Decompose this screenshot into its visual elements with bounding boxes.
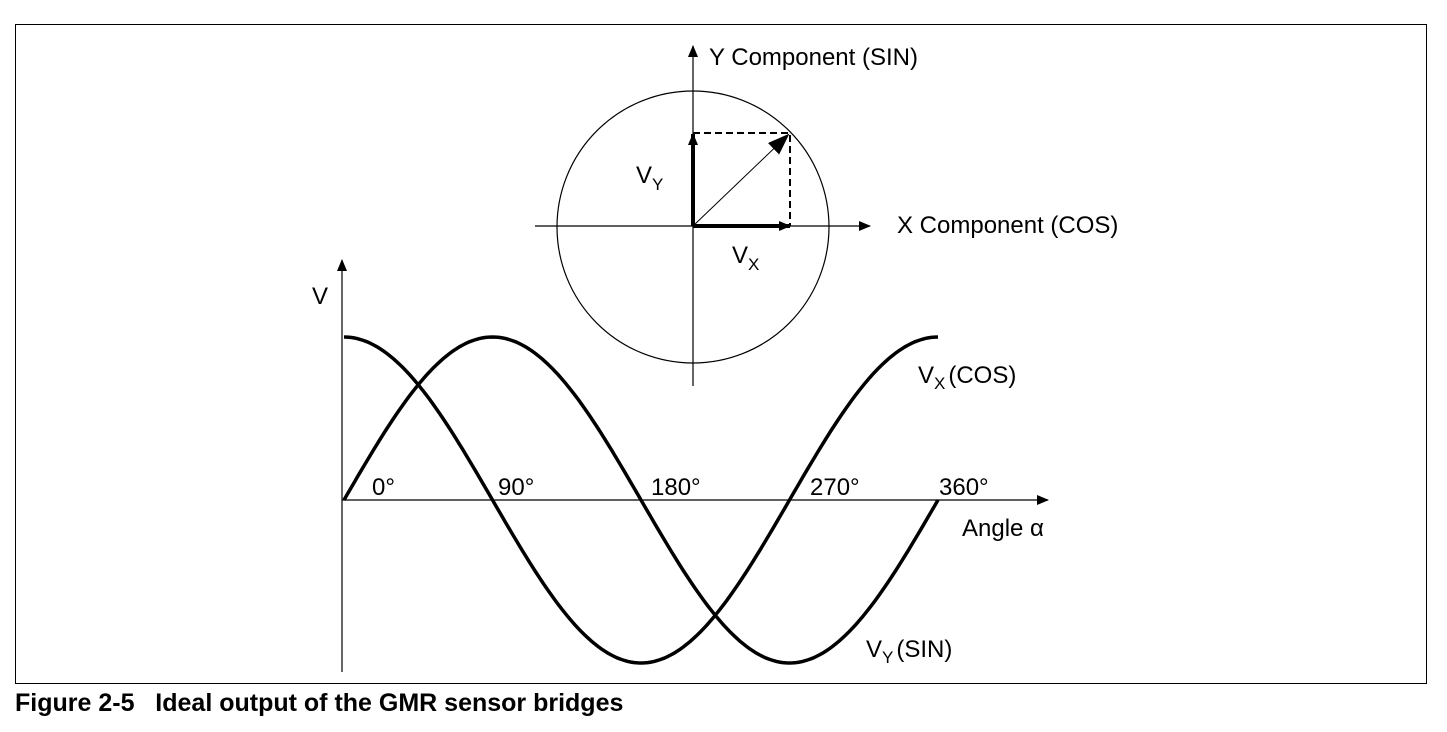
vector-diagram: Y Component (SIN) X Component (COS) VY V… <box>535 44 1118 386</box>
waveform-chart: V Angle α 0° 90° 180° 270° 360° VX(COS) … <box>312 259 1049 672</box>
vy-sin-series-label: VY(SIN) <box>866 636 952 667</box>
vx-cos-series-label: VX(COS) <box>918 362 1016 393</box>
vy-sin-label-main: V <box>866 636 882 663</box>
vy-vector-label-sub: Y <box>652 175 663 194</box>
x-component-label: X Component (COS) <box>897 212 1118 239</box>
waveform-x-axis-label: Angle α <box>962 515 1044 542</box>
vy-sin-label-sub: Y <box>882 648 893 667</box>
vx-cos-label-sub: X <box>934 374 945 393</box>
vx-cos-label-rest: (COS) <box>948 362 1016 389</box>
vx-vector-label: VX <box>732 242 759 274</box>
figure-frame <box>15 24 1427 684</box>
tick-label-90: 90° <box>498 474 534 501</box>
vy-vector-label-main: V <box>636 162 652 189</box>
tick-label-0: 0° <box>372 474 395 501</box>
vx-cos-series-line <box>343 335 939 665</box>
resultant-vector <box>692 133 790 227</box>
vx-cos-label-main: V <box>918 362 934 389</box>
tick-label-270: 270° <box>810 474 860 501</box>
vy-sin-label-rest: (SIN) <box>896 636 952 663</box>
y-component-label: Y Component (SIN) <box>709 44 918 71</box>
tick-label-360: 360° <box>939 474 989 501</box>
waveform-y-axis-label: V <box>312 283 328 310</box>
vx-vector-label-sub: X <box>748 255 759 274</box>
projection-dashed-lines <box>693 132 791 226</box>
vy-vector-label: VY <box>636 162 663 194</box>
figure-caption: Figure 2-5 Ideal output of the GMR senso… <box>15 689 624 717</box>
tick-label-180: 180° <box>651 474 701 501</box>
vx-vector-label-main: V <box>732 242 748 269</box>
